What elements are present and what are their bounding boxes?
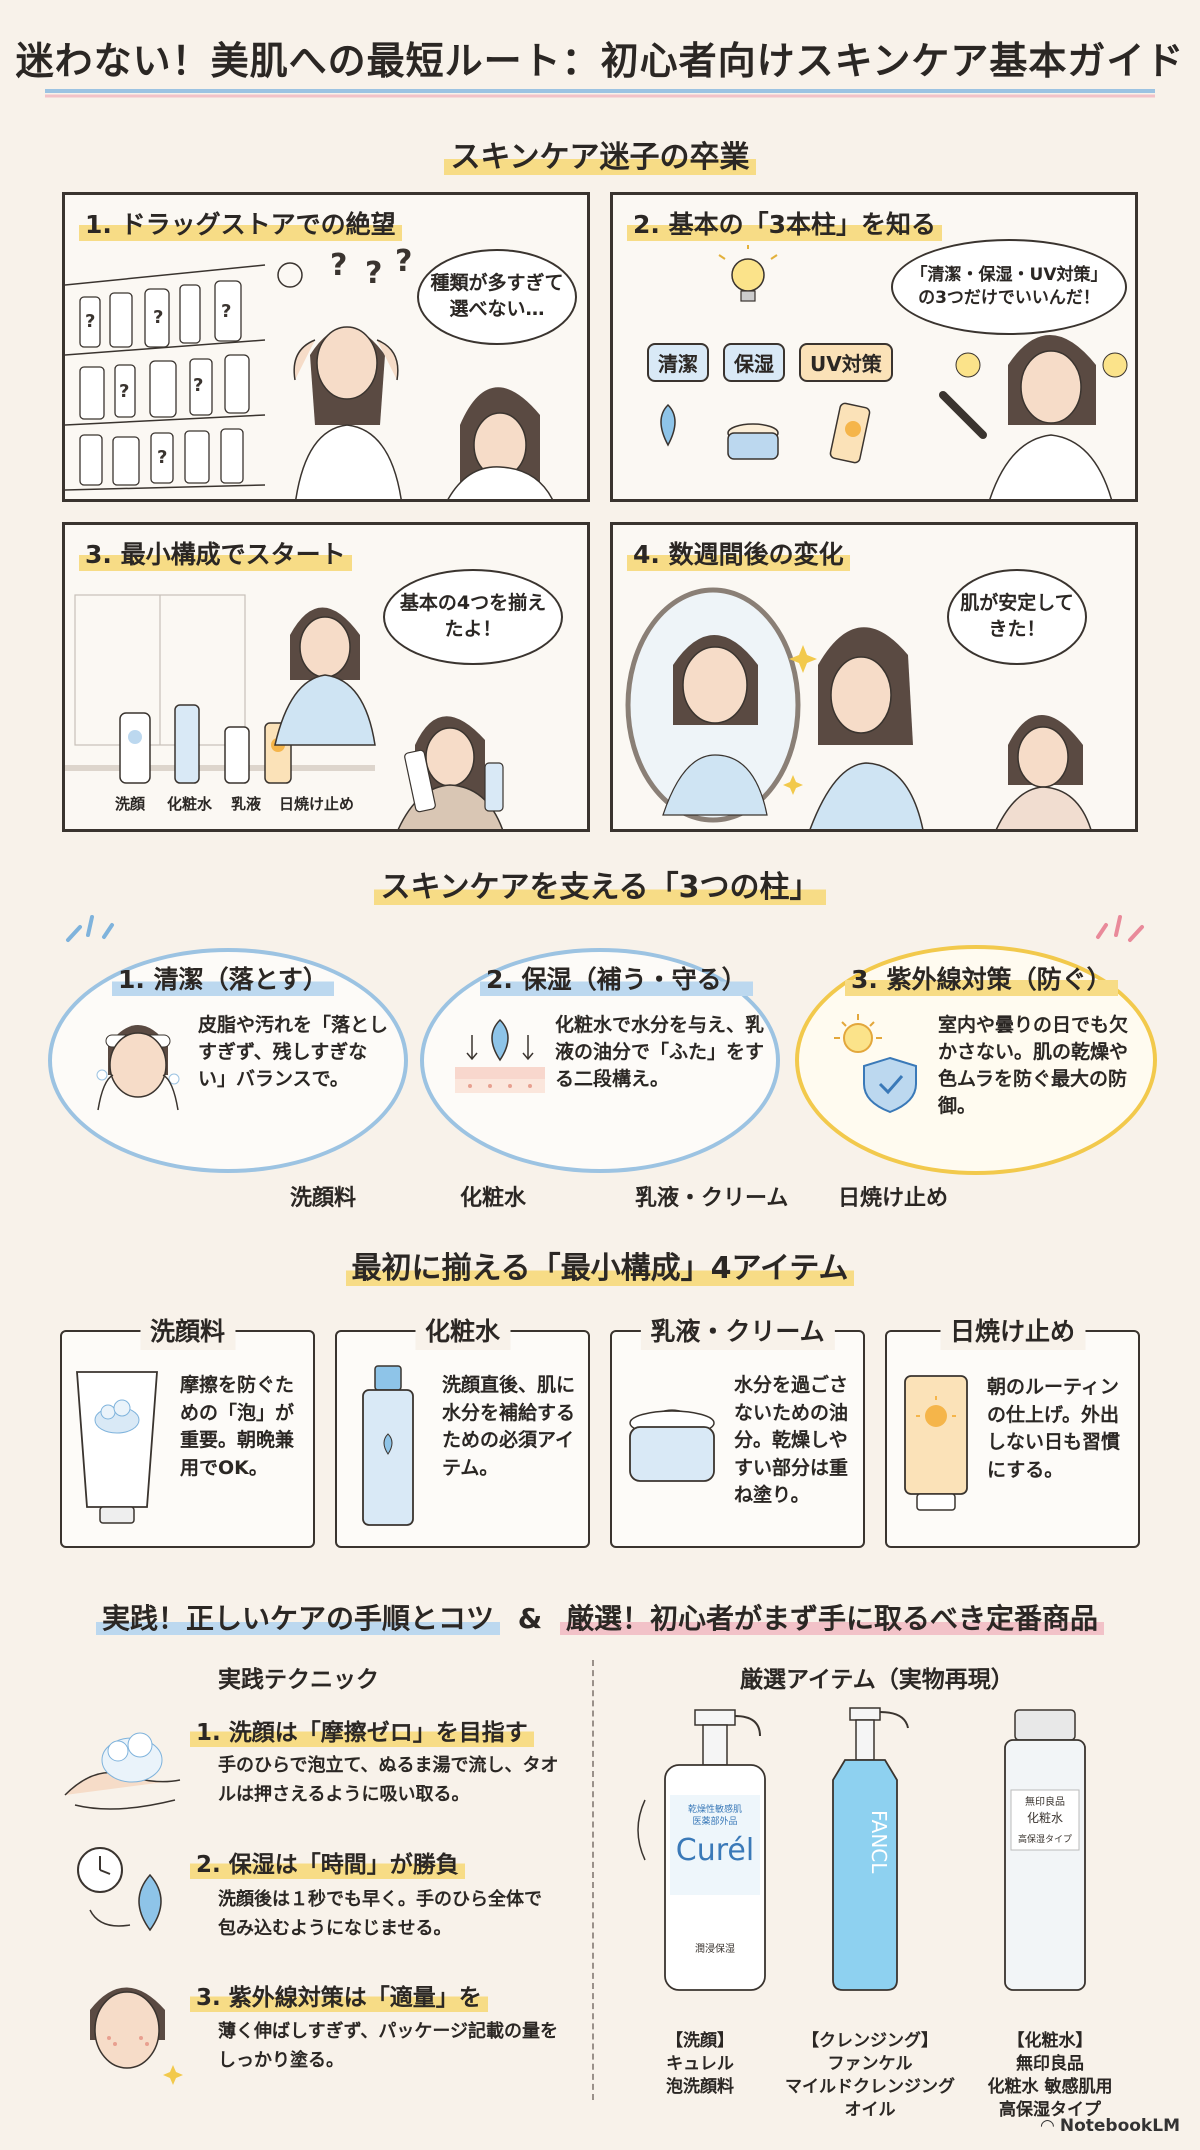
panel-title: 1. ドラッグストアでの絶望 — [79, 205, 402, 241]
tag-uv: UV対策 — [799, 343, 893, 382]
pillar-caption-2: 乳液・クリーム — [635, 1186, 789, 1211]
accent-marks-left — [66, 915, 114, 942]
toner-bottle-icon — [362, 1365, 414, 1526]
story-panel-4: 4. 数週間後の変化 肌が安定してきた！ — [610, 522, 1138, 832]
curel-foam-bottle: 乾燥性敏感肌 医薬部外品 Curél 潤浸保湿 — [637, 1709, 766, 1991]
technique-heading: 実践テクニック — [218, 1667, 379, 1693]
panel-title: 3. 最小構成でスタート — [79, 535, 352, 571]
svg-text:?: ? — [330, 248, 347, 283]
cream-jar-icon — [629, 1409, 715, 1482]
clock-drop-icon — [77, 1847, 162, 1932]
product-caption-muji: 【化粧水】 無印良品 化粧水 敏感肌用 高保湿タイプ — [987, 2031, 1113, 2120]
pillar-title: 1. 清潔（落とす） — [112, 960, 334, 996]
speech-bubble: 「清潔・保湿・UV対策」の3つだけでいいんだ！ — [891, 239, 1127, 335]
panel-title: 2. 基本の「3本柱」を知る — [627, 205, 942, 241]
three-pillars-illustration — [660, 245, 1128, 499]
item-desc: 摩擦を防ぐための「泡」が重要。朝晩兼用でOK。 — [180, 1374, 295, 1479]
svg-text:?: ? — [153, 307, 163, 328]
pillar-text: 化粧水で水分を与え、乳液の油分で「ふた」をする二段構え。 — [555, 1014, 765, 1090]
svg-text:?: ? — [119, 381, 129, 402]
label-face-wash: 洗顔 — [115, 795, 146, 813]
muji-brand: 無印良品 — [1025, 1795, 1065, 1808]
footer-brand: ◠ NotebookLM — [1040, 2116, 1180, 2136]
svg-text:?: ? — [365, 256, 382, 291]
sunscreen-tube-icon — [904, 1375, 968, 1511]
face-washing-icon — [96, 1025, 180, 1111]
item-title: 乳液・クリーム — [640, 1310, 835, 1350]
item-title: 化粧水 — [414, 1310, 511, 1350]
fancl-oil-bottle: FANCL — [832, 1707, 909, 1991]
column-divider — [592, 1660, 594, 2100]
result-illustration — [625, 587, 1092, 829]
item-card-face-wash: 洗顔料 摩擦を防ぐための「泡」が重要。朝晩兼用でOK。 — [60, 1310, 315, 1548]
item-card-toner: 化粧水 洗顔直後、肌に水分を補給するための必須アイテム。 — [335, 1310, 590, 1548]
tag-moisture: 保湿 — [723, 343, 785, 382]
item-card-emulsion: 乳液・クリーム 水分を過ごさないための油分。乾燥しやすい部分は重ね塗り。 — [610, 1310, 865, 1548]
svg-text:?: ? — [85, 311, 95, 332]
svg-text:?: ? — [157, 447, 167, 468]
label-sunscreen: 日焼け止め — [279, 795, 355, 813]
products-heading: 厳選アイテム（実物再現） — [740, 1667, 1014, 1693]
step-title: 2. 保湿は「時間」が勝負 — [190, 1845, 465, 1879]
pillars-section-title: スキンケアを支える「3つの柱」 — [0, 862, 1200, 906]
label-toner: 化粧水 — [167, 795, 213, 813]
story-panel-3: 3. 最小構成でスタート 基本の4つを揃えたよ！ 洗顔 化粧水 乳液 日焼け止め — [62, 522, 590, 832]
page-title: 迷わない！美肌への最短ルート：初心者向けスキンケア基本ガイド — [15, 39, 1185, 83]
minimal-set-illustration — [65, 594, 504, 829]
title-underline — [45, 89, 1155, 98]
step-title: 1. 洗顔は「摩擦ゼロ」を目指す — [190, 1713, 534, 1747]
muji-label-mid: 化粧水 — [1027, 1811, 1063, 1825]
pillar-text: 室内や曇りの日でも欠かさない。肌の乾燥や色ムラを防ぐ最大の防御。 — [938, 1014, 1129, 1117]
drugstore-illustration: ??? ??? ??? — [65, 245, 553, 499]
speech-bubble: 種類が多すぎて選べない… — [417, 249, 577, 345]
tag-cleanse: 清潔 — [647, 343, 709, 382]
svg-text:?: ? — [221, 301, 231, 322]
face-sunscreen-icon — [90, 1987, 183, 2085]
curel-label-mid: 医薬部外品 — [692, 1815, 737, 1827]
product-caption-fancl: 【クレンジング】 ファンケル マイルドクレンジング オイル — [785, 2031, 955, 2120]
item-desc: 朝のルーティンの仕上げ。外出しない日も習慣にする。 — [987, 1376, 1121, 1481]
story-panel-1: 1. ドラッグストアでの絶望 ??? ??? ??? — [62, 192, 590, 502]
speech-bubble: 基本の4つを揃えたよ！ — [383, 569, 563, 665]
accent-marks-right — [1096, 915, 1144, 942]
fancl-brand: FANCL — [867, 1810, 891, 1874]
curel-label-bot: 潤浸保湿 — [695, 1942, 735, 1955]
pillar-caption: 洗顔料 — [290, 1186, 357, 1211]
pillar-text: 皮脂や汚れを「落としすぎず、残しすぎない」バランスで。 — [198, 1014, 389, 1090]
item-card-sunscreen: 日焼け止め 朝のルーティンの仕上げ。外出しない日も習慣にする。 — [885, 1310, 1140, 1548]
curel-label-top: 乾燥性敏感肌 — [688, 1803, 742, 1815]
step-desc: 洗顔後は１秒でも早く。手のひら全体で包み込むようになじませる。 — [218, 1889, 542, 1939]
pillar-caption: 日焼け止め — [838, 1186, 949, 1211]
step-title: 3. 紫外線対策は「適量」を — [190, 1978, 488, 2012]
muji-toner-bottle: 無印良品 化粧水 高保湿タイプ — [1004, 1709, 1086, 1991]
story-panel-2: 2. 基本の「3本柱」を知る 「清潔・保湿・UV対策」の3つだけでいいんだ！ 清… — [610, 192, 1138, 502]
pillar-title: 2. 保湿（補う・守る） — [480, 960, 753, 996]
skin-moisture-icon — [455, 1018, 545, 1093]
muji-label-bot: 高保湿タイプ — [1018, 1833, 1072, 1845]
sun-shield-icon — [834, 1014, 917, 1114]
practice-section-title: 実践！正しいケアの手順とコツ & 厳選！初心者がまず手に取るべき定番商品 — [0, 1597, 1200, 1637]
product-caption-curel: 【洗顔】 キュレル 泡洗顔料 — [666, 2031, 734, 2097]
panel-title: 4. 数週間後の変化 — [627, 535, 850, 571]
pillar-title: 3. 紫外線対策（防ぐ） — [845, 960, 1118, 996]
face-wash-tube-icon — [76, 1371, 158, 1524]
svg-text:?: ? — [193, 375, 203, 396]
curel-brand: Curél — [676, 1833, 754, 1868]
items-section-title: 最初に揃える「最小構成」4アイテム — [0, 1243, 1200, 1287]
foam-hands-icon — [64, 1732, 181, 1810]
story-section-title: スキンケア迷子の卒業 — [0, 132, 1200, 176]
pillar-caption: 化粧水 — [460, 1186, 527, 1211]
step-desc: 薄く伸ばしすぎず、パッケージ記載の量をしっかり塗る。 — [218, 2021, 559, 2071]
step-desc: 手のひらで泡立て、ぬるま湯で流し、タオルは押さえるように吸い取る。 — [218, 1755, 559, 1805]
label-emulsion: 乳液 — [231, 795, 262, 813]
item-desc: 水分を過ごさないための油分。乾燥しやすい部分は重ね塗り。 — [734, 1374, 849, 1507]
notebook-icon: ◠ — [1040, 2116, 1060, 2136]
item-title: 洗顔料 — [139, 1310, 236, 1350]
item-desc: 洗顔直後、肌に水分を補給するための必須アイテム。 — [442, 1374, 576, 1479]
speech-bubble: 肌が安定してきた！ — [947, 569, 1087, 665]
item-title: 日焼け止め — [939, 1310, 1086, 1350]
svg-text:?: ? — [395, 245, 412, 279]
